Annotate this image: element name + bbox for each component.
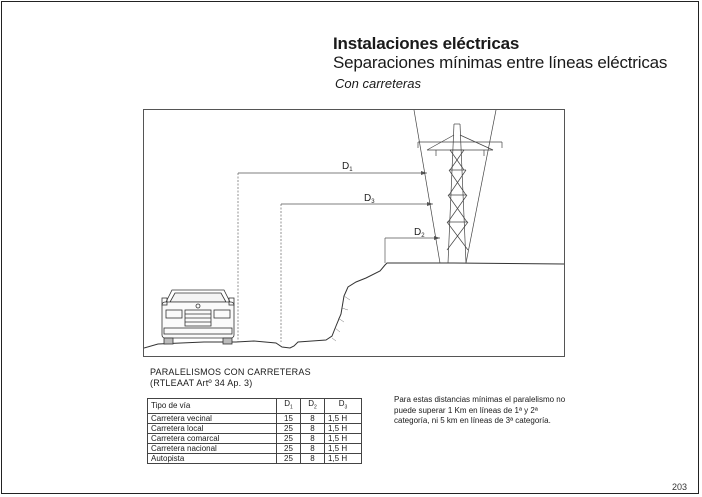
table-row: Carretera comarcal 25 8 1,5 H	[147, 432, 362, 444]
cell-road-type: Carretera local	[147, 422, 277, 434]
d1-label: D1	[342, 161, 353, 173]
caption-line-1: PARALELISMOS CON CARRETERAS	[150, 367, 311, 377]
cell-d1: 15	[276, 412, 301, 424]
header-road-type: Tipo de vía	[147, 398, 277, 414]
cell-d2: 8	[300, 422, 325, 434]
section-subtitle: Con carreteras	[335, 76, 421, 91]
d1-arrow	[421, 171, 427, 175]
page-number: 203	[672, 482, 688, 492]
cell-d1: 25	[276, 452, 301, 464]
cell-d1: 25	[276, 442, 301, 454]
cell-d3: 1,5 H	[324, 422, 362, 434]
cell-d1: 25	[276, 422, 301, 434]
page-title: Instalaciones eléctricas	[333, 34, 520, 53]
d2-arrow	[434, 236, 440, 240]
table-caption: PARALELISMOS CON CARRETERAS (RTLEAAT Art…	[150, 367, 311, 389]
distance-note: Para estas distancias mínimas el paralel…	[394, 395, 566, 425]
cell-d2: 8	[300, 442, 325, 454]
header-d3: D3	[324, 398, 362, 414]
header-d1: D1	[276, 398, 301, 414]
table-row: Carretera vecinal 15 8 1,5 H	[147, 412, 362, 424]
cell-road-type: Carretera vecinal	[147, 412, 277, 424]
cell-road-type: Autopista	[147, 452, 277, 464]
table-row: Carretera local 25 8 1,5 H	[147, 422, 362, 434]
cell-road-type: Carretera nacional	[147, 442, 277, 454]
cell-d2: 8	[300, 452, 325, 464]
road-clearance-diagram: D1 D3 D2	[144, 110, 564, 349]
table-header-row: Tipo de vía D1 D2 D3	[147, 398, 362, 414]
d2-label: D2	[414, 227, 425, 239]
table-row: Autopista 25 8 1,5 H	[147, 452, 362, 464]
cell-d3: 1,5 H	[324, 452, 362, 464]
cell-d3: 1,5 H	[324, 412, 362, 424]
page-subtitle: Separaciones mínimas entre líneas eléctr…	[333, 53, 668, 72]
ground-line	[144, 262, 564, 349]
caption-line-2: (RTLEAAT Artº 34 Ap. 3)	[150, 378, 253, 388]
d3-label: D3	[364, 193, 375, 205]
power-tower	[413, 110, 503, 264]
diagram-figure: D1 D3 D2	[143, 109, 565, 357]
cell-d3: 1,5 H	[324, 432, 362, 444]
cell-d2: 8	[300, 412, 325, 424]
cell-d3: 1,5 H	[324, 442, 362, 454]
cell-d2: 8	[300, 432, 325, 444]
car-front-view	[161, 289, 235, 345]
table-row: Carretera nacional 25 8 1,5 H	[147, 442, 362, 454]
cell-road-type: Carretera comarcal	[147, 432, 277, 444]
header-d2: D2	[300, 398, 325, 414]
cell-d1: 25	[276, 432, 301, 444]
road-distances-table: Tipo de vía D1 D2 D3 Carretera vecinal 1…	[147, 398, 362, 464]
embankment-hatching	[331, 295, 351, 342]
